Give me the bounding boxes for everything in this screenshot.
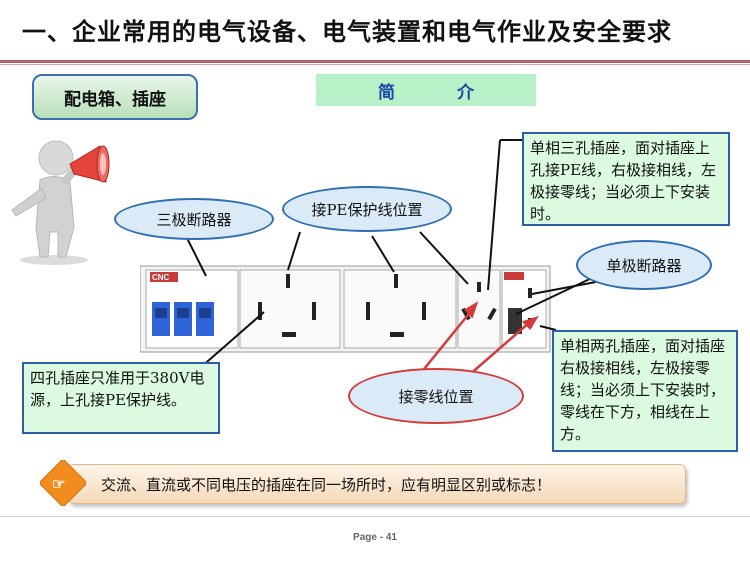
breaker-brand-label: CNC (152, 273, 170, 282)
distribution-box-image: CNC (140, 265, 551, 353)
title-divider (0, 60, 750, 63)
callout-three-pole-breaker: 三极断路器 (114, 198, 274, 240)
callout-pe-position: 接PE保护线位置 (282, 186, 452, 232)
callout-two-hole-socket: 单相两孔插座，面对插座右极接相线，左极接零线；当必须上下安装时，零线在下方，相线… (552, 330, 738, 452)
page-number: Page - 41 (353, 532, 397, 543)
pointing-hand-icon: ☞ (40, 460, 86, 506)
note-text: 交流、直流或不同电压的插座在同一场所时，应有明显区别或标志！ (101, 475, 552, 494)
svg-text:☞: ☞ (52, 476, 65, 493)
callout-four-hole-socket: 四孔插座只准用于380V电源，上孔接PE保护线。 (22, 362, 220, 434)
section-badge: 配电箱、插座 (32, 74, 198, 120)
page-title: 一、企业常用的电气设备、电气装置和电气作业及安全要求 (22, 17, 672, 46)
megaphone-person-icon (11, 140, 110, 265)
callout-single-pole-breaker: 单极断路器 (576, 240, 712, 290)
footer-divider (0, 516, 750, 517)
intro-label: 简 介 (316, 74, 536, 106)
callout-three-hole-socket: 单相三孔插座，面对插座上孔接PE线，右极接相线，左极接零线；当必须上下安装时。 (522, 132, 730, 226)
note-bar: 交流、直流或不同电压的插座在同一场所时，应有明显区别或标志！ (68, 464, 686, 504)
callout-neutral-position: 接零线位置 (348, 368, 524, 424)
title-divider-thin (0, 64, 750, 65)
